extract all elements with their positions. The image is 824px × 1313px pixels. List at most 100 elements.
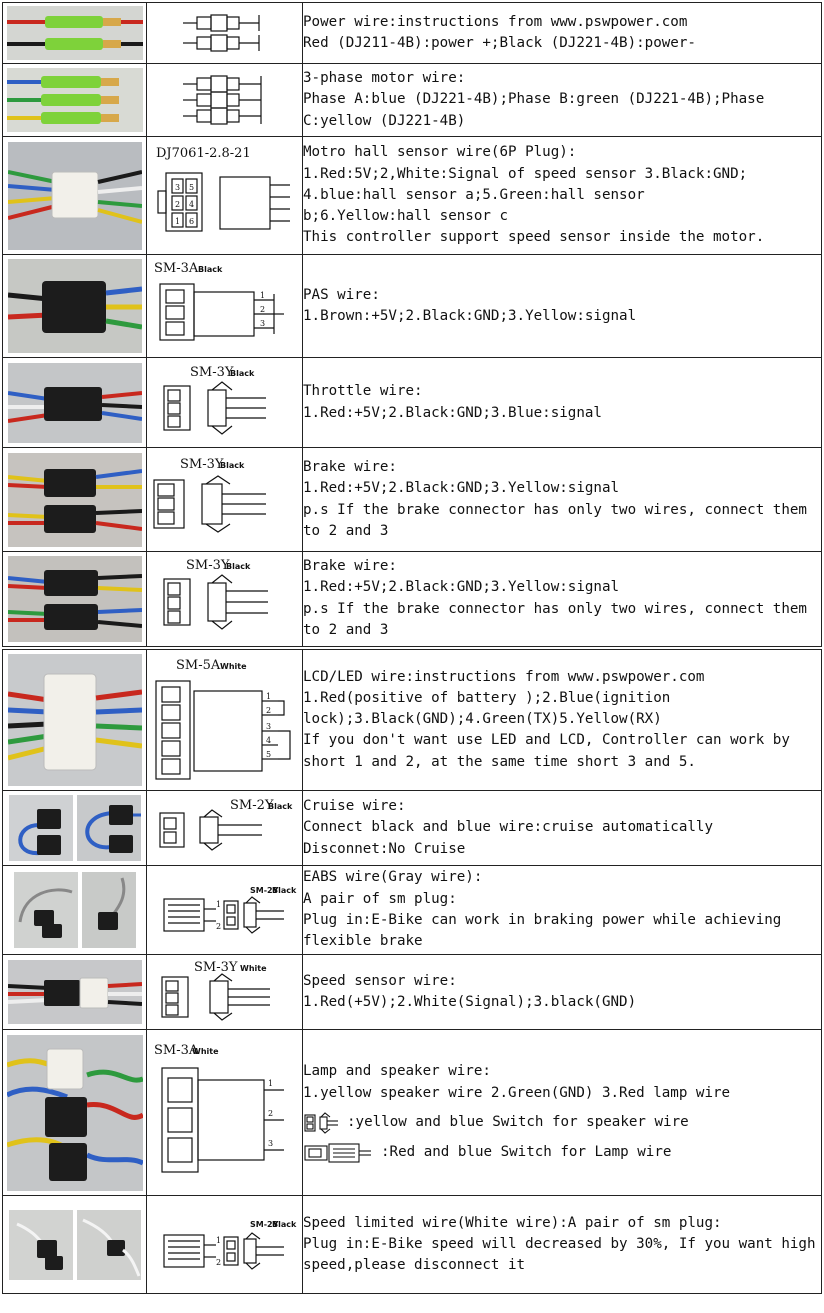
text-cell-brake-1: Brake wire: 1.Red:+5V;2.Black:GND;3.Yell… xyxy=(302,447,822,552)
power-connector-photo xyxy=(6,6,143,60)
row-text-line: EABS wire(Gray wire): xyxy=(303,869,483,886)
diagram-label: SM-3A xyxy=(154,261,199,276)
photo-cell-motor-phase xyxy=(2,63,147,137)
photo-cell-lamp-speaker xyxy=(2,1029,147,1196)
brake-connector-photo xyxy=(7,452,142,547)
row-text-line: 1.yellow speaker wire 2.Green(GND) 3.Red… xyxy=(303,1084,731,1101)
row-text-line: b;6.Yellow:hall sensor c xyxy=(303,208,509,225)
pin-number: 2 xyxy=(268,1109,273,1118)
text-cell-pas: PAS wire: 1.Brown:+5V;2.Black:GND;3.Yell… xyxy=(302,254,822,358)
pin-number: 6 xyxy=(189,217,194,226)
text-cell-power: Power wire:instructions from www.pswpowe… xyxy=(302,2,822,64)
diagram-color-label: Black xyxy=(220,461,245,470)
speaker-switch-note: :yellow and blue Switch for speaker wire xyxy=(304,1112,821,1134)
photo-cell-speed-limit xyxy=(2,1195,147,1294)
diagram-cell-lcd: SM-5A White 1 2 3 4 5 xyxy=(146,645,303,791)
text-cell-speed-sensor: Speed sensor wire: 1.Red(+5V);2.White(Si… xyxy=(302,954,822,1030)
lamp-speaker-connector-photo xyxy=(6,1034,143,1191)
diagram-cell-speed-limit: SM-2Y Black 1 2 xyxy=(146,1195,303,1294)
table-row-motor-phase: 3-phase motor wire: Phase A:blue (DJ221-… xyxy=(2,63,822,137)
text-cell-lamp-speaker: Lamp and speaker wire: 1.yellow speaker … xyxy=(302,1029,822,1196)
photo-cell-eabs xyxy=(2,865,147,955)
motor-phase-connector-photo xyxy=(6,68,143,132)
row-text-line: 1.Red:+5V;2.Black:GND;3.Blue:signal xyxy=(303,404,602,421)
diagram-color-label: Black xyxy=(272,886,297,895)
pin-number: 1 xyxy=(266,692,271,701)
row-text-line: :Red and blue Switch for Lamp wire xyxy=(381,1144,672,1161)
diagram-label: SM-3Y xyxy=(186,558,230,573)
diagram-label: SM-2Y xyxy=(250,1220,279,1229)
pin-number: 2 xyxy=(216,1258,221,1267)
hall-connector-photo xyxy=(7,141,142,250)
photo-cell-pas xyxy=(2,254,147,358)
pin-number: 3 xyxy=(266,722,271,731)
hall-connector-diagram: DJ7061-2.8-21 3 5 2 4 1 xyxy=(156,146,290,232)
lamp-speaker-connector-diagram: SM-3A White 1 2 3 xyxy=(154,1043,284,1173)
pin-number: 1 xyxy=(216,1236,221,1245)
speed-sensor-connector-diagram: SM-3Y White xyxy=(160,960,270,1021)
text-cell-throttle: Throttle wire: 1.Red:+5V;2.Black:GND;3.B… xyxy=(302,357,822,448)
row-text-line: Phase A:blue (DJ221-4B);Phase B:green (D… xyxy=(303,91,765,129)
row-text-line: p.s If the brake connector has only two … xyxy=(303,501,807,539)
table-row-cruise: SM-2Y Black Cruise wire: Connect black a… xyxy=(2,790,822,866)
text-cell-eabs: EABS wire(Gray wire): A pair of sm plug:… xyxy=(302,865,822,955)
row-text-line: 3-phase motor wire: xyxy=(303,70,466,87)
pas-connector-diagram: SM-3A Black 1 2 3 xyxy=(154,261,284,341)
power-connector-diagram xyxy=(182,14,260,52)
row-text-line: Brake wire: xyxy=(303,558,397,575)
diagram-color-label: Black xyxy=(198,265,223,274)
brake-connector-diagram: SM-3Y Black xyxy=(152,457,266,533)
photo-cell-lcd xyxy=(2,645,147,791)
diagram-label: SM-2Y xyxy=(250,886,279,895)
brake-connector-photo xyxy=(7,555,142,642)
pin-number: 2 xyxy=(260,305,265,314)
table-row-lcd: SM-5A White 1 2 3 4 5 xyxy=(2,645,822,791)
lamp-switch-note: :Red and blue Switch for Lamp wire xyxy=(304,1142,821,1164)
cruise-connector-photo xyxy=(76,795,141,861)
diagram-color-label: White xyxy=(220,662,247,671)
diagram-cell-brake-2: SM-3Y Black xyxy=(146,551,303,648)
pas-connector-photo xyxy=(7,259,142,353)
row-text-line: 1.Red(+5V);2.White(Signal);3.black(GND) xyxy=(303,994,637,1010)
row-text-line: 1.Red:+5V;2.Black:GND;3.Yellow:signal xyxy=(303,579,620,596)
photo-cell-hall xyxy=(2,136,147,255)
pin-number: 4 xyxy=(266,736,271,745)
diagram-color-label: Black xyxy=(272,1220,297,1229)
text-cell-speed-limit: Speed limited wire(White wire):A pair of… xyxy=(302,1195,822,1294)
table-row-throttle: SM-3Y Black Throttle wire: 1.Red:+5V;2.B… xyxy=(2,357,822,448)
table-row-pas: SM-3A Black 1 2 3 PAS wire: 1.Brown xyxy=(2,254,822,358)
diagram-cell-motor-phase xyxy=(146,63,303,137)
diagram-label: SM-3A xyxy=(154,1043,199,1058)
row-text-line: Plug in:E-Bike speed will decreased by 3… xyxy=(303,1235,816,1274)
pin-number: 1 xyxy=(268,1079,273,1088)
row-text-line: Speed sensor wire: xyxy=(303,972,457,989)
pin-number: 4 xyxy=(189,200,194,209)
table-row-brake-2: SM-3Y Black Brake wire: 1.Red:+5V;2.Blac… xyxy=(2,551,822,648)
row-text-line: LCD/LED wire:instructions from www.pswpo… xyxy=(303,668,705,685)
diagram-color-label: White xyxy=(240,964,267,973)
row-text-line: 1.Red:+5V;2.Black:GND;3.Yellow:signal xyxy=(303,480,620,497)
lcd-connector-diagram: SM-5A White 1 2 3 4 5 xyxy=(154,658,291,780)
diagram-label: SM-3Y xyxy=(180,457,224,472)
pin-number: 5 xyxy=(189,183,194,192)
photo-cell-brake-1 xyxy=(2,447,147,552)
diagram-cell-cruise: SM-2Y Black xyxy=(146,790,303,866)
speaker-switch-connector-icon xyxy=(304,1112,338,1134)
speed-limit-connector-diagram: SM-2Y Black 1 2 xyxy=(162,1220,297,1270)
diagram-cell-speed-sensor: SM-3Y White xyxy=(146,954,303,1030)
lcd-connector-photo xyxy=(7,653,142,786)
diagram-color-label: Black xyxy=(230,369,255,378)
throttle-connector-photo xyxy=(7,362,142,443)
pin-number: 1 xyxy=(216,900,221,909)
diagram-cell-pas: SM-3A Black 1 2 3 xyxy=(146,254,303,358)
row-text-line: Disconnet:No Cruise xyxy=(303,840,466,857)
diagram-label: SM-5A xyxy=(176,658,221,673)
speed-limit-connector-photo xyxy=(76,1209,141,1280)
wiring-table: Power wire:instructions from www.pswpowe… xyxy=(2,2,822,1294)
text-cell-lcd: LCD/LED wire:instructions from www.pswpo… xyxy=(302,645,822,791)
speed-sensor-connector-photo xyxy=(7,960,142,1024)
table-row-speed-sensor: SM-3Y White Speed sensor wire: 1.Red(+5V… xyxy=(2,954,822,1030)
brake-connector-diagram: SM-3Y Black xyxy=(162,558,268,630)
row-text-line: Motro hall sensor wire(6P Plug): xyxy=(303,144,577,161)
photo-cell-brake-2 xyxy=(2,551,147,648)
